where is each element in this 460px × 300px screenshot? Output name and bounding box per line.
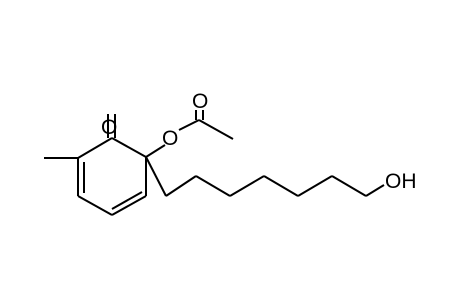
bond-chain-6 <box>297 175 333 197</box>
bond-o-carbonyl-carbon <box>178 119 200 131</box>
bond-chain-7 <box>331 175 367 197</box>
bond-chain-8 <box>365 184 385 197</box>
bond-c2-c3 <box>77 137 113 159</box>
bond-c5-c6-inner <box>111 191 143 210</box>
bond-chain-5 <box>263 175 299 197</box>
bond-chain-2 <box>165 175 197 197</box>
ring-bonds <box>77 137 147 216</box>
bond-chain-4 <box>229 175 265 197</box>
bond-c4-c5 <box>77 195 113 216</box>
acetoxy-group: O O <box>145 90 234 158</box>
bond-c1-c2 <box>111 137 147 158</box>
carbonyl-oxygen-label: O <box>192 90 208 113</box>
ketone-group: O <box>101 114 117 139</box>
bond-chain-1 <box>145 156 167 197</box>
bond-acetyl-methyl <box>198 119 234 140</box>
ketone-oxygen-label: O <box>101 116 117 139</box>
bond-c1-o <box>145 144 166 158</box>
hydroxyl-label: OH <box>385 170 417 193</box>
bond-c5-c6 <box>111 195 147 216</box>
alkyl-chain: OH <box>145 156 417 197</box>
ester-oxygen-label: O <box>162 127 178 150</box>
bond-chain-3 <box>195 175 231 197</box>
